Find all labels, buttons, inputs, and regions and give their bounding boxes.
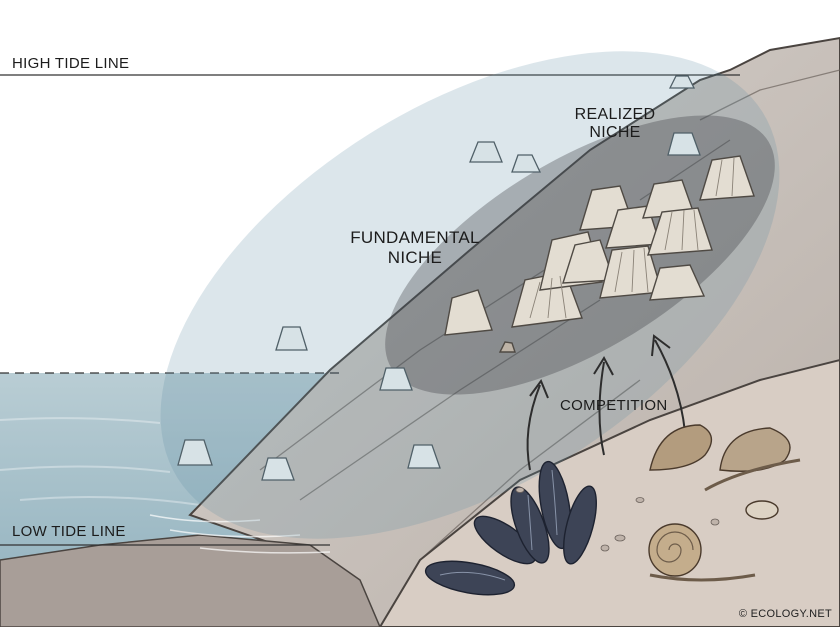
barnacle-icon xyxy=(649,264,706,301)
barnacle-icon xyxy=(469,141,503,163)
low-tide-label: LOW TIDE LINE xyxy=(12,523,126,540)
barnacle-outlines xyxy=(177,75,701,481)
arrow-head xyxy=(651,334,671,357)
snail-spiral xyxy=(656,531,694,563)
snail-body xyxy=(704,458,801,492)
barnacle-icon xyxy=(511,154,542,173)
fundamental-niche-label: FUNDAMENTAL NICHE xyxy=(340,228,490,267)
snails xyxy=(648,424,801,582)
realized-niche-label: REALIZED NICHE xyxy=(565,106,665,143)
small-shell xyxy=(745,500,779,520)
sea-ripples xyxy=(0,417,201,506)
barnacle-cluster xyxy=(444,155,755,353)
barnacle-icon xyxy=(668,75,696,89)
barnacle-icon xyxy=(407,444,441,469)
competition-arrows xyxy=(526,334,686,471)
barnacle-icon xyxy=(177,439,213,466)
copyright-label: © ECOLOGY.NET xyxy=(738,608,832,621)
realized-niche-label-line2: NICHE xyxy=(589,124,641,142)
mussel-icon xyxy=(424,560,516,596)
water-edge-ripples xyxy=(149,514,331,554)
mussel-highlights xyxy=(439,469,558,581)
barnacle-icon xyxy=(599,245,663,299)
barnacle-icon xyxy=(275,326,308,351)
barnacle-ridges xyxy=(529,157,735,319)
lower-shore xyxy=(378,358,840,627)
mussel-icon xyxy=(563,485,597,565)
arrow-up-icon xyxy=(598,361,605,456)
snail-body xyxy=(649,573,756,582)
barnacle-icon xyxy=(379,367,413,391)
snail-icon xyxy=(649,424,713,471)
fundamental-niche-label-line2: NICHE xyxy=(387,247,443,267)
lower-left-rock xyxy=(0,534,381,627)
arrow-up-icon xyxy=(654,339,686,433)
barnacle-icon xyxy=(647,207,713,256)
barnacle-icon xyxy=(261,457,295,481)
arrow-up-icon xyxy=(526,384,541,471)
realized-niche-label-line1: REALIZED xyxy=(574,106,656,123)
arrow-head xyxy=(529,378,549,399)
barnacle-icon xyxy=(498,341,516,353)
arrow-head xyxy=(593,355,614,376)
fundamental-niche-label-line1: FUNDAMENTAL xyxy=(350,228,480,247)
barnacle-icon xyxy=(444,289,493,336)
rock-cracks xyxy=(259,69,840,561)
high-tide-label: HIGH TIDE LINE xyxy=(12,55,130,72)
pebbles xyxy=(515,487,720,552)
competition-label: COMPETITION xyxy=(560,397,668,414)
mussel-icon xyxy=(473,515,537,565)
barnacle-icon xyxy=(667,132,701,156)
barnacle-icon xyxy=(562,239,615,284)
barnacle-icon xyxy=(699,155,755,201)
